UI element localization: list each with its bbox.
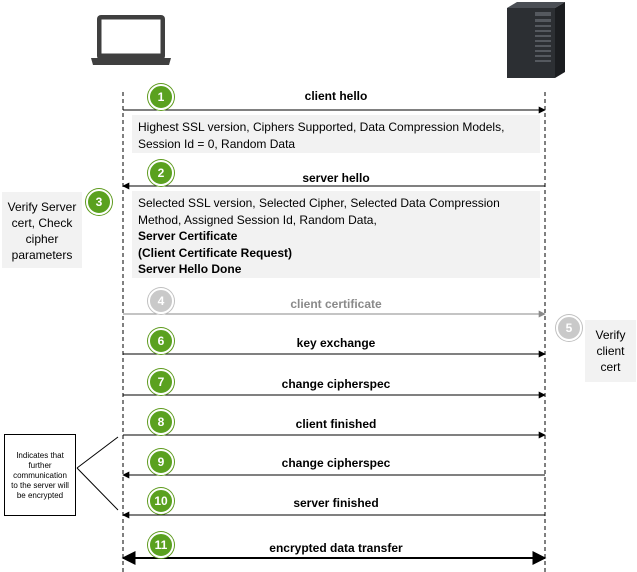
step-badge-7: 7 xyxy=(148,369,174,395)
verify-server-note-line: Verify Server xyxy=(7,200,77,214)
verify-client-note-line: Verify xyxy=(595,328,626,342)
encryption-note-line: be encrypted xyxy=(16,491,64,500)
label-server-finished: server finished xyxy=(293,496,379,510)
server-hello-detail-line: Selected SSL version, Selected Cipher, S… xyxy=(138,196,500,210)
label-key-exchange: key exchange xyxy=(296,336,376,350)
label-change-cipherspec-client: change cipherspec xyxy=(281,377,391,391)
label-client-finished: client finished xyxy=(295,417,377,431)
step-badge-6: 6 xyxy=(148,328,174,354)
client-hello-detail-line: Session Id = 0, Random Data xyxy=(138,136,296,151)
note-connector-bottom xyxy=(76,467,119,511)
verify-server-note-line: cert, Check xyxy=(11,216,73,230)
label-encrypted-data-transfer: encrypted data transfer xyxy=(269,541,403,555)
note-connector-top xyxy=(76,436,119,469)
label-change-cipherspec-server: change cipherspec xyxy=(281,456,391,470)
encryption-note-line: further xyxy=(28,461,52,470)
laptop-icon xyxy=(91,15,171,65)
step-badge-4: 4 xyxy=(148,288,174,314)
client-hello-details: Highest SSL version, Ciphers Supported, … xyxy=(132,115,540,153)
server-certificate-item: Server Certificate xyxy=(138,229,238,243)
step-badge-11: 11 xyxy=(148,532,174,558)
step-badge-10: 10 xyxy=(148,488,174,514)
verify-client-note-line: client xyxy=(596,344,625,358)
step-badge-9: 9 xyxy=(148,449,174,475)
server-tower-icon xyxy=(507,2,565,78)
encryption-note-line: communication xyxy=(13,471,67,480)
encryption-note: Indicates that further communication to … xyxy=(4,434,76,516)
verify-client-note: Verify client cert xyxy=(585,320,636,382)
step-badge-2: 2 xyxy=(148,160,174,186)
label-client-certificate: client certificate xyxy=(290,297,382,311)
client-hello-detail-line: Highest SSL version, Ciphers Supported, … xyxy=(138,120,505,134)
step-badge-3: 3 xyxy=(86,189,112,215)
step-badge-8: 8 xyxy=(148,409,174,435)
encryption-note-line: Indicates that xyxy=(16,451,64,460)
encryption-note-line: to the server will xyxy=(11,481,69,490)
step-badge-1: 1 xyxy=(148,84,174,110)
label-client-hello: client hello xyxy=(304,89,368,103)
server-hello-detail-line: Method, Assigned Session Id, Random Data… xyxy=(138,212,377,227)
label-server-hello: server hello xyxy=(302,171,370,185)
server-hello-done-item: Server Hello Done xyxy=(138,262,242,276)
verify-client-note-line: cert xyxy=(600,360,621,374)
client-certificate-request-item: (Client Certificate Request) xyxy=(138,245,293,260)
verify-server-note-line: parameters xyxy=(11,248,73,262)
verify-server-note-line: cipher xyxy=(25,232,59,246)
verify-server-note: Verify Server cert, Check cipher paramet… xyxy=(2,192,82,268)
step-badge-5: 5 xyxy=(556,315,582,341)
server-hello-details: Selected SSL version, Selected Cipher, S… xyxy=(132,191,540,278)
